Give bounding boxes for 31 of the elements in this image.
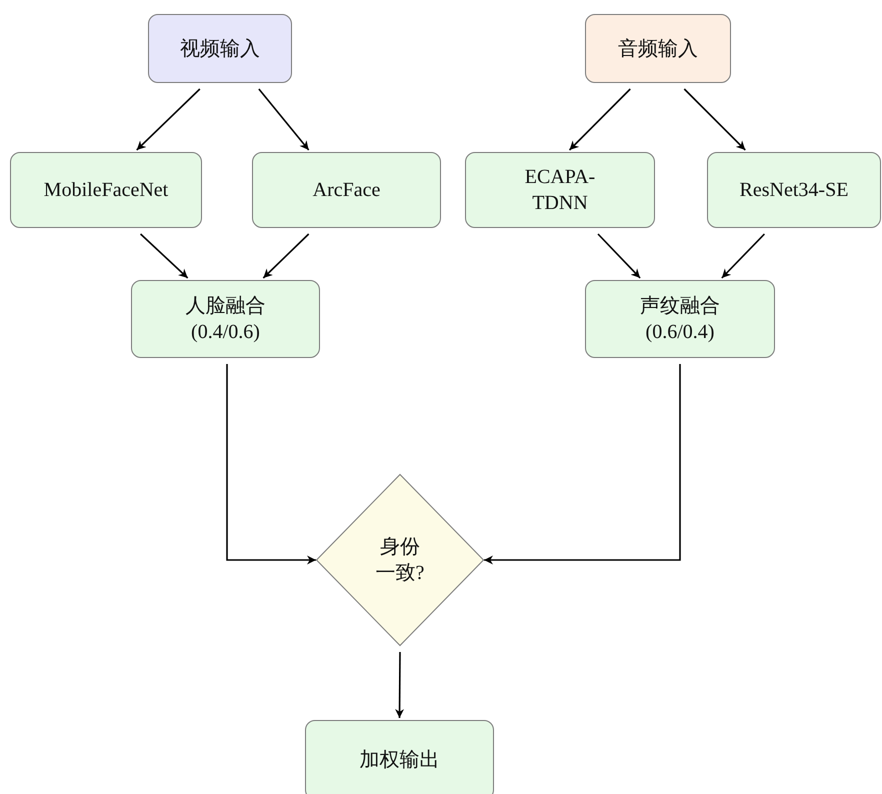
decision-diamond: [316, 474, 484, 646]
process-box: [465, 152, 655, 228]
arrow: [684, 88, 746, 151]
arrow: [597, 233, 641, 279]
arrow: [258, 88, 310, 150]
node-label: 音频输入: [618, 36, 698, 62]
node-label: 视频输入: [180, 36, 260, 62]
arrow: [140, 233, 188, 279]
process-box: [252, 152, 441, 228]
process-box: [131, 280, 320, 358]
node-label: ResNet34-SE: [740, 178, 848, 203]
node-label: ECAPA-TDNN: [524, 165, 596, 216]
node-label: 声纹融合 (0.6/0.4): [639, 294, 721, 345]
process-box: [148, 14, 292, 83]
arrow: [721, 233, 765, 279]
node-label: 人脸融合 (0.4/0.6): [184, 294, 266, 345]
arrow: [395, 652, 404, 718]
process-box: [585, 14, 731, 83]
node-label: 身份一致?: [374, 535, 426, 586]
arrow: [136, 88, 200, 151]
process-box: [707, 152, 881, 228]
node-label: MobileFaceNet: [44, 178, 168, 203]
arrow: [568, 88, 631, 151]
node-label: 加权输出: [360, 748, 440, 773]
arrow: [262, 233, 310, 279]
arrow: [226, 364, 316, 564]
arrow: [484, 364, 681, 564]
process-box: [585, 280, 775, 358]
node-label: ArcFace: [312, 178, 380, 203]
process-box: [10, 152, 202, 228]
process-box: [305, 720, 494, 794]
